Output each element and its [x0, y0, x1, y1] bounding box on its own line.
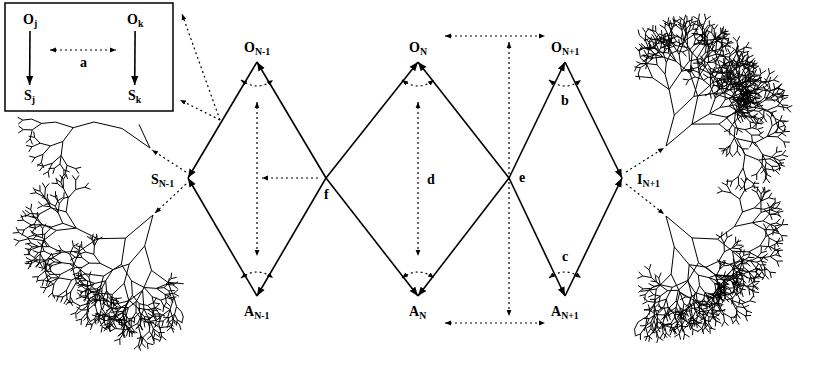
vertex-label: SN-1 [150, 172, 175, 188]
vertex-label: Sk [128, 88, 141, 103]
vertex-label: AN [408, 304, 427, 320]
diamond-chain [188, 62, 622, 296]
branching-tree [13, 14, 793, 351]
arrow-connector [134, 31, 136, 85]
vertex-label: Ok [127, 12, 143, 27]
vertex-label: ON-1 [243, 40, 271, 56]
dimension-letter: a [79, 55, 88, 71]
inset-frame [5, 3, 173, 111]
vertex-node: Ok [125, 11, 145, 29]
dimension-letter: f [323, 187, 330, 203]
vertex-node: Oj [21, 11, 39, 29]
arrow-connector [29, 31, 31, 85]
dotted-pointers [152, 14, 664, 214]
dimension-letter: d [426, 172, 436, 188]
tree-branches [13, 14, 793, 351]
vertex-label: AN+1 [550, 304, 580, 320]
vertex-label: Oj [23, 12, 37, 27]
dimension-letter: e [518, 170, 526, 186]
vertex-label: ON+1 [550, 40, 580, 56]
vertex-node: Sj [22, 87, 37, 105]
vertex-node: Sk [126, 87, 143, 105]
vertex-label: AN-1 [243, 304, 270, 320]
dotted-arrows [241, 36, 581, 323]
dimension-letter: b [560, 93, 570, 109]
vertex-label: Sj [24, 88, 35, 103]
vertex-label: ON [408, 40, 428, 56]
vertex-label: IN+1 [636, 172, 661, 188]
dotted-arrow [50, 49, 116, 50]
dimension-letter: c [561, 249, 569, 265]
